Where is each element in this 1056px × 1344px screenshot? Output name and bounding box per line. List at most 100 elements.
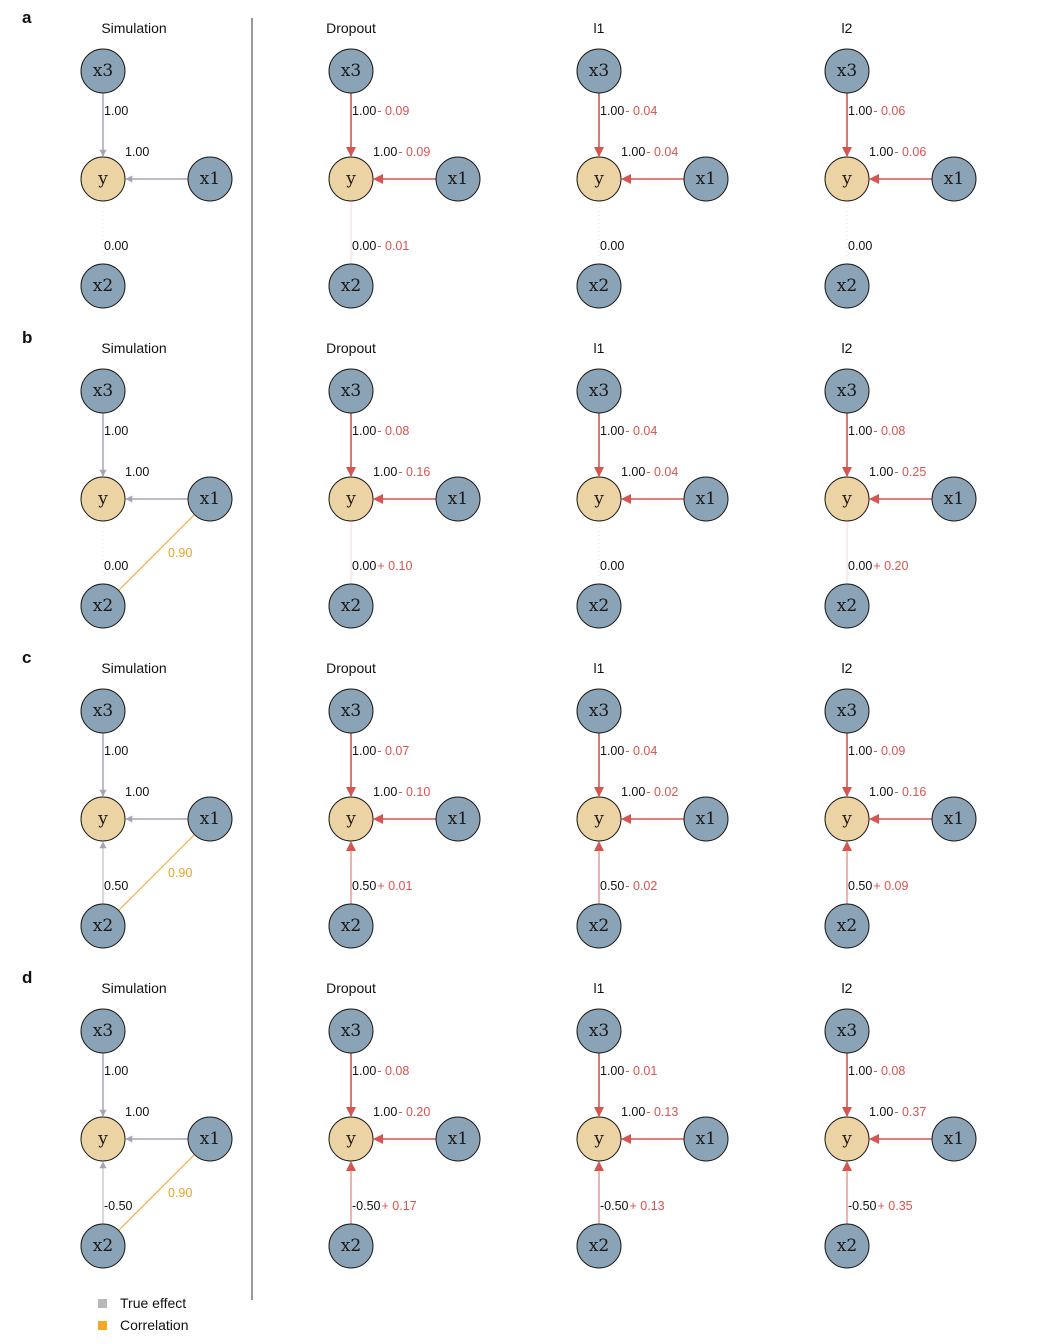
node-y-label: y: [841, 169, 852, 189]
weight-value: 1.00: [125, 145, 149, 159]
weight-delta: - 0.06: [894, 145, 926, 159]
node-x3-circle: [824, 688, 870, 734]
node-y: y: [824, 156, 870, 202]
node-x3-circle: [576, 368, 622, 414]
node-x1-circle: [435, 1116, 481, 1162]
node-x3: x3: [80, 48, 126, 94]
weight-value: 1.00: [104, 424, 128, 438]
node-x3: x3: [576, 368, 622, 414]
node-x3: x3: [824, 48, 870, 94]
correlation-edge: [117, 513, 196, 592]
node-x1-label: x1: [448, 489, 468, 509]
node-x3-label: x3: [589, 1021, 609, 1041]
weight-delta: - 0.25: [894, 465, 926, 479]
node-x2-label: x2: [341, 276, 361, 296]
node-x3-label: x3: [93, 1021, 113, 1041]
node-x2-circle: [328, 903, 374, 949]
node-x2-circle: [824, 903, 870, 949]
graph-title: l2: [842, 340, 853, 356]
node-x1: x1: [187, 156, 233, 202]
node-x3-label: x3: [837, 701, 857, 721]
weight-value: 1.00: [125, 785, 149, 799]
weight-label-x2: 0.00: [848, 239, 872, 253]
weight-value: 1.00: [600, 744, 624, 758]
weight-label-x2: 0.00+ 0.20: [848, 559, 908, 573]
node-x1-label: x1: [696, 809, 716, 829]
node-x1-label: x1: [696, 489, 716, 509]
weight-value: 0.00: [848, 239, 872, 253]
weight-value: 1.00: [104, 744, 128, 758]
node-y-circle: [824, 476, 870, 522]
node-x3-circle: [328, 48, 374, 94]
weight-label-x3: 1.00- 0.01: [600, 1064, 657, 1078]
weight-label-x1: 1.00: [125, 145, 149, 159]
weight-label-x3: 1.00: [104, 1064, 128, 1078]
weight-value: 1.00: [621, 785, 645, 799]
weight-value: 0.00: [600, 559, 624, 573]
node-y-label: y: [345, 489, 356, 509]
node-x1-circle: [931, 1116, 977, 1162]
weight-delta: - 0.10: [398, 785, 430, 799]
weight-value: 1.00: [600, 1064, 624, 1078]
weight-value: 1.00: [621, 145, 645, 159]
node-y: y: [80, 476, 126, 522]
node-y: y: [576, 156, 622, 202]
weight-label-x2: 0.50- 0.02: [600, 879, 657, 893]
weight-value: 0.00: [104, 559, 128, 573]
node-x3-circle: [80, 48, 126, 94]
weight-delta: - 0.04: [625, 744, 657, 758]
graph-title: l2: [842, 20, 853, 36]
node-y-label: y: [841, 809, 852, 829]
weight-value: 1.00: [373, 1105, 397, 1119]
legend-true-effect-label: True effect: [120, 1295, 186, 1311]
weight-value: -0.50: [600, 1199, 629, 1213]
node-y: y: [824, 476, 870, 522]
node-x3-label: x3: [341, 381, 361, 401]
node-x1-circle: [931, 156, 977, 202]
node-x2-circle: [80, 903, 126, 949]
node-x3-circle: [576, 1008, 622, 1054]
weight-delta: - 0.08: [377, 424, 409, 438]
weight-label-x3: 1.00- 0.08: [352, 1064, 409, 1078]
weight-label-x2: 0.00: [104, 239, 128, 253]
node-x1: x1: [931, 476, 977, 522]
node-x1-label: x1: [448, 809, 468, 829]
weight-value: 0.00: [352, 559, 376, 573]
node-x3-label: x3: [837, 381, 857, 401]
weight-label-x3: 1.00: [104, 744, 128, 758]
graph-title: Dropout: [326, 340, 376, 356]
weight-label-x3: 1.00- 0.08: [352, 424, 409, 438]
graph-title: Dropout: [326, 980, 376, 996]
weight-value: 1.00: [373, 785, 397, 799]
node-x1-circle: [683, 156, 729, 202]
node-y-label: y: [97, 489, 108, 509]
weight-delta: - 0.02: [625, 879, 657, 893]
node-x3-label: x3: [93, 61, 113, 81]
weight-value: 1.00: [848, 424, 872, 438]
node-y-circle: [576, 156, 622, 202]
weight-value: -0.50: [104, 1199, 133, 1213]
weight-label-x1: 1.00- 0.13: [621, 1105, 678, 1119]
graph-title: l2: [842, 660, 853, 676]
node-x2-circle: [576, 903, 622, 949]
node-x1-circle: [187, 476, 233, 522]
node-x2-label: x2: [837, 916, 857, 936]
weight-value: 1.00: [352, 104, 376, 118]
node-y-circle: [576, 796, 622, 842]
node-x1-circle: [683, 796, 729, 842]
node-x1-circle: [187, 1116, 233, 1162]
weight-label-x2: 0.00: [600, 559, 624, 573]
weight-label-x3: 1.00- 0.06: [848, 104, 905, 118]
node-x2: x2: [328, 903, 374, 949]
node-x3-circle: [824, 48, 870, 94]
node-x1-circle: [187, 796, 233, 842]
node-x2: x2: [576, 263, 622, 309]
weight-value: 1.00: [869, 785, 893, 799]
weight-label-x2: 0.50+ 0.09: [848, 879, 908, 893]
node-x3: x3: [328, 48, 374, 94]
